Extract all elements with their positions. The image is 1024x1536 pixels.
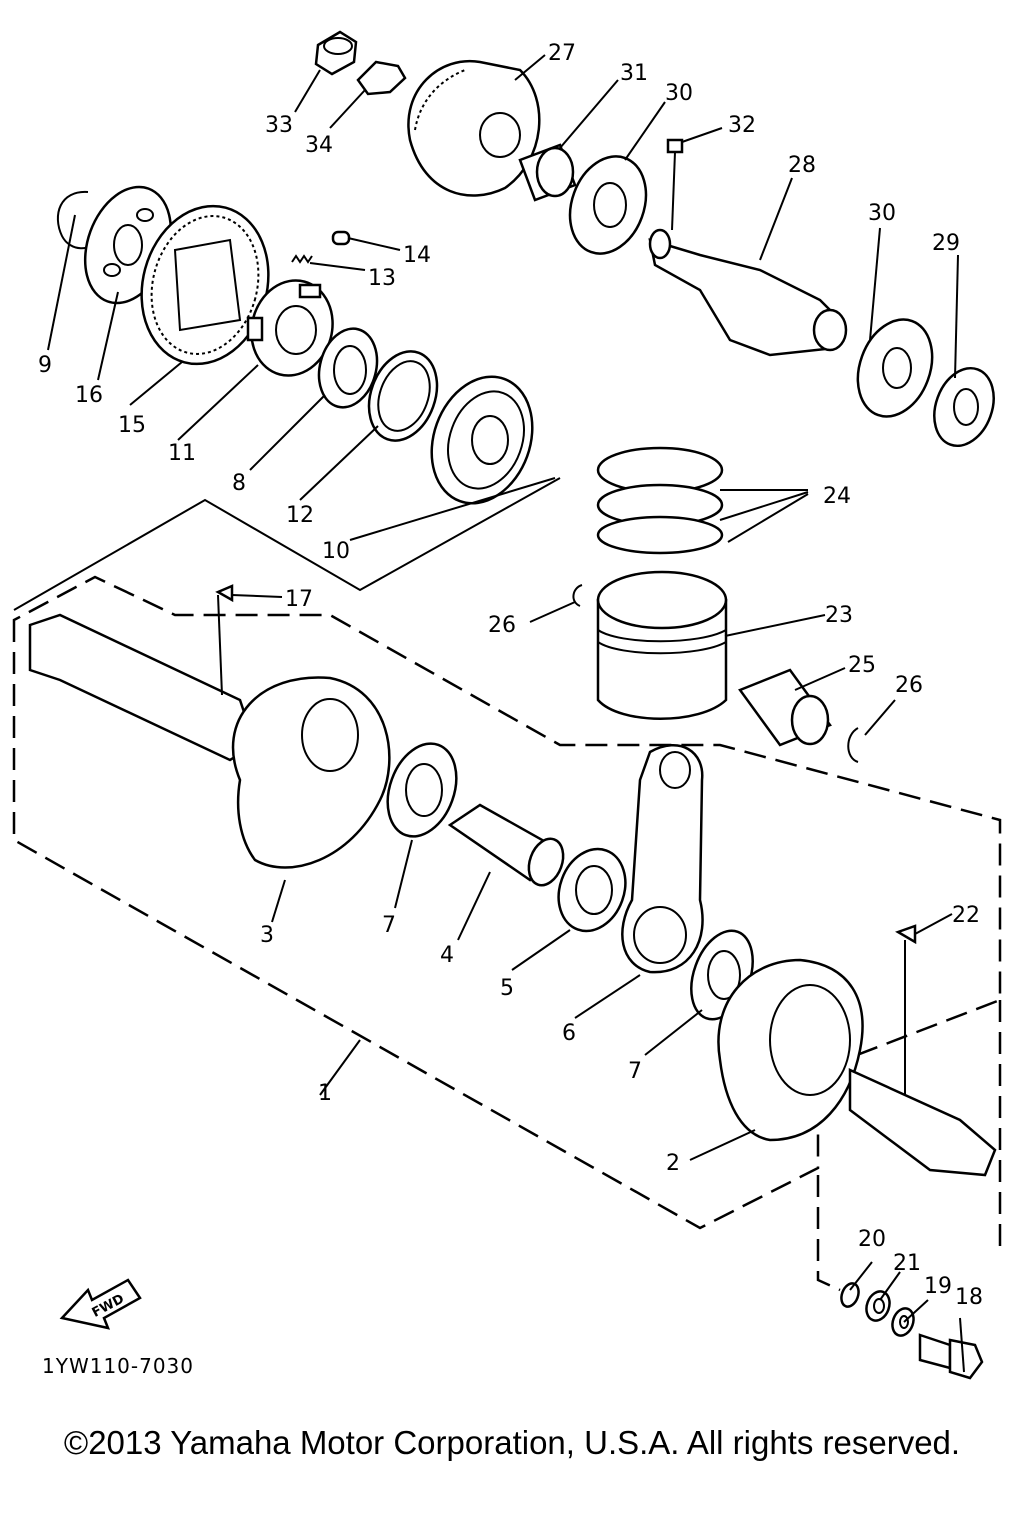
bolt-group-boundary bbox=[816, 1000, 1002, 1292]
callout-20: 20 bbox=[858, 1227, 886, 1252]
copyright-notice: ©2013 Yamaha Motor Corporation, U.S.A. A… bbox=[63, 1424, 961, 1461]
drive-hub-11 bbox=[246, 279, 334, 377]
callout-13: 13 bbox=[368, 266, 396, 291]
crank-right-2 bbox=[717, 958, 997, 1177]
washer-19 bbox=[891, 1307, 915, 1337]
bearing-30-right bbox=[856, 318, 934, 418]
callout-9: 9 bbox=[38, 353, 52, 378]
callout-4: 4 bbox=[440, 943, 454, 968]
callout-28: 28 bbox=[788, 153, 816, 178]
balancer-shaft-28 bbox=[648, 228, 848, 357]
callout-23: 23 bbox=[825, 603, 853, 628]
callout-8: 8 bbox=[232, 471, 246, 496]
callout-22: 22 bbox=[952, 903, 980, 928]
piston-23 bbox=[596, 570, 728, 720]
callout-3: 3 bbox=[260, 923, 274, 948]
callout-17: 17 bbox=[285, 587, 313, 612]
piston-rings-24 bbox=[596, 446, 724, 555]
callout-6: 6 bbox=[562, 1021, 576, 1046]
drawing-code: 1YW110-7030 bbox=[42, 1354, 195, 1378]
lock-washer-34 bbox=[356, 60, 407, 96]
callout-21: 21 bbox=[893, 1251, 921, 1276]
callout-5: 5 bbox=[500, 976, 514, 1001]
callout-30-left: 30 bbox=[665, 81, 693, 106]
callout-7-right: 7 bbox=[628, 1059, 642, 1084]
balancer-gear-27 bbox=[407, 59, 541, 197]
washer-21 bbox=[865, 1290, 891, 1322]
needle-bearing-5 bbox=[557, 847, 627, 933]
callout-30-right: 30 bbox=[868, 201, 896, 226]
callout-27: 27 bbox=[548, 41, 576, 66]
callout-14: 14 bbox=[403, 243, 431, 268]
callout-24: 24 bbox=[823, 484, 851, 509]
callout-19: 19 bbox=[924, 1274, 952, 1299]
leader-lines bbox=[47, 54, 965, 1373]
bearing-10 bbox=[430, 375, 534, 505]
woodruff-key-17 bbox=[215, 584, 234, 603]
crank-left-3 bbox=[28, 613, 391, 869]
key-32 bbox=[666, 138, 684, 154]
callout-31: 31 bbox=[620, 61, 648, 86]
pin-14 bbox=[331, 230, 351, 246]
callout-16: 16 bbox=[75, 383, 103, 408]
callout-32: 32 bbox=[728, 113, 756, 138]
callout-15: 15 bbox=[118, 413, 146, 438]
callout-34: 34 bbox=[305, 133, 333, 158]
shim-12 bbox=[367, 350, 439, 442]
collar-31 bbox=[518, 143, 577, 202]
crank-pin-4 bbox=[447, 803, 565, 887]
callout-2: 2 bbox=[666, 1151, 680, 1176]
woodruff-key-22 bbox=[895, 924, 917, 945]
bearing-30-left bbox=[568, 155, 648, 255]
callout-11: 11 bbox=[168, 441, 196, 466]
connecting-rod-6 bbox=[621, 744, 704, 974]
circlip-26-right bbox=[847, 727, 859, 763]
callout-10: 10 bbox=[322, 539, 350, 564]
fwd-arrow-icon: FWD bbox=[59, 1278, 142, 1330]
callout-1: 1 bbox=[318, 1081, 332, 1106]
callout-labels: 1 2 3 4 5 6 7 7 8 9 10 11 12 13 14 15 16… bbox=[38, 41, 983, 1310]
callout-25: 25 bbox=[848, 653, 876, 678]
oil-seal-8 bbox=[317, 327, 379, 409]
bolt-18 bbox=[918, 1333, 984, 1380]
callout-26-right: 26 bbox=[895, 673, 923, 698]
callout-18: 18 bbox=[955, 1285, 983, 1310]
spring-13 bbox=[291, 254, 313, 264]
callout-33: 33 bbox=[265, 113, 293, 138]
nut-33 bbox=[314, 30, 358, 76]
bearing-10-boundary bbox=[13, 477, 561, 611]
oil-seal-29 bbox=[933, 366, 995, 448]
washer-7-left bbox=[386, 742, 458, 838]
callout-7-left: 7 bbox=[382, 913, 396, 938]
piston-pin-25 bbox=[738, 668, 832, 747]
callout-26-left: 26 bbox=[488, 613, 516, 638]
circlip-26-left bbox=[572, 584, 583, 607]
o-ring-20 bbox=[840, 1282, 860, 1308]
callout-12: 12 bbox=[286, 503, 314, 528]
crankshaft-assembly-boundary bbox=[12, 575, 1002, 1230]
callout-29: 29 bbox=[932, 231, 960, 256]
